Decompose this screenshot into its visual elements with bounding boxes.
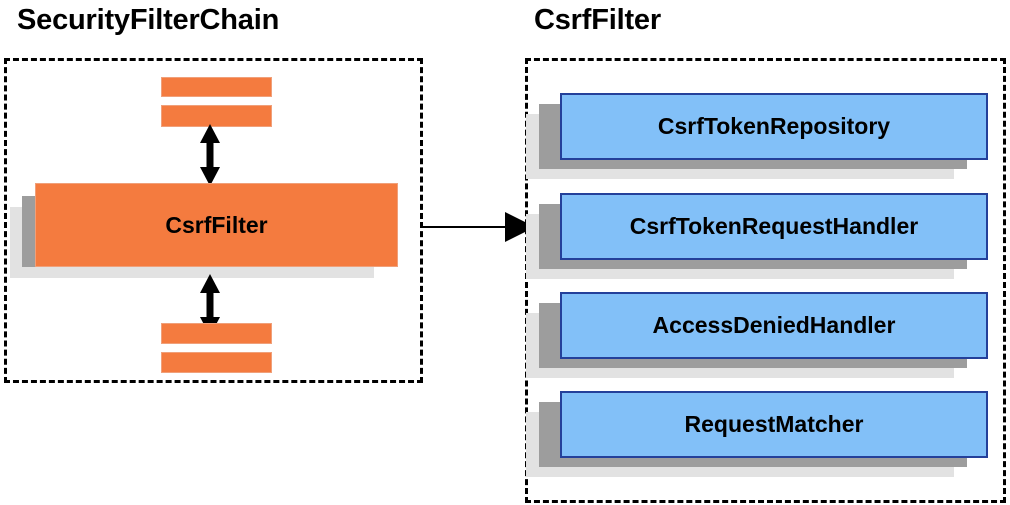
dependency-card-csrf-token-repository[interactable]: CsrfTokenRepository: [526, 93, 988, 179]
dependency-card-face: AccessDeniedHandler: [560, 292, 988, 359]
dependency-card-face: RequestMatcher: [560, 391, 988, 458]
dependency-card-label: AccessDeniedHandler: [652, 312, 896, 338]
dependency-card-label: RequestMatcher: [684, 411, 864, 437]
filter-chain-stub-below-1: [161, 323, 272, 344]
dependency-card-access-denied-handler[interactable]: AccessDeniedHandler: [526, 292, 988, 378]
csrf-filter-card[interactable]: CsrfFilter: [10, 183, 398, 278]
filter-chain-stub-below-2: [161, 352, 272, 373]
dependency-card-face: CsrfTokenRequestHandler: [560, 193, 988, 260]
security-filter-chain-group: [4, 58, 423, 383]
filter-chain-stub-above-2: [161, 105, 272, 127]
panel-title-security-filter-chain: SecurityFilterChain: [17, 4, 280, 36]
dependency-card-request-matcher[interactable]: RequestMatcher: [526, 391, 988, 477]
csrf-filter-card-label: CsrfFilter: [165, 211, 268, 238]
panel-title-csrf-filter: CsrfFilter: [534, 4, 661, 36]
filter-chain-stub-above-1: [161, 77, 272, 97]
csrf-filter-card-face: CsrfFilter: [35, 183, 398, 267]
dependency-card-label: CsrfTokenRequestHandler: [629, 213, 919, 239]
csrf-filter-detail-group: [525, 58, 1006, 503]
dependency-card-label: CsrfTokenRepository: [657, 113, 891, 139]
dependency-card-face: CsrfTokenRepository: [560, 93, 988, 160]
arrow-to-detail-icon: [420, 210, 535, 244]
dependency-card-csrf-token-request-handler[interactable]: CsrfTokenRequestHandler: [526, 193, 988, 279]
arrow-up-chain-icon: [196, 124, 224, 186]
